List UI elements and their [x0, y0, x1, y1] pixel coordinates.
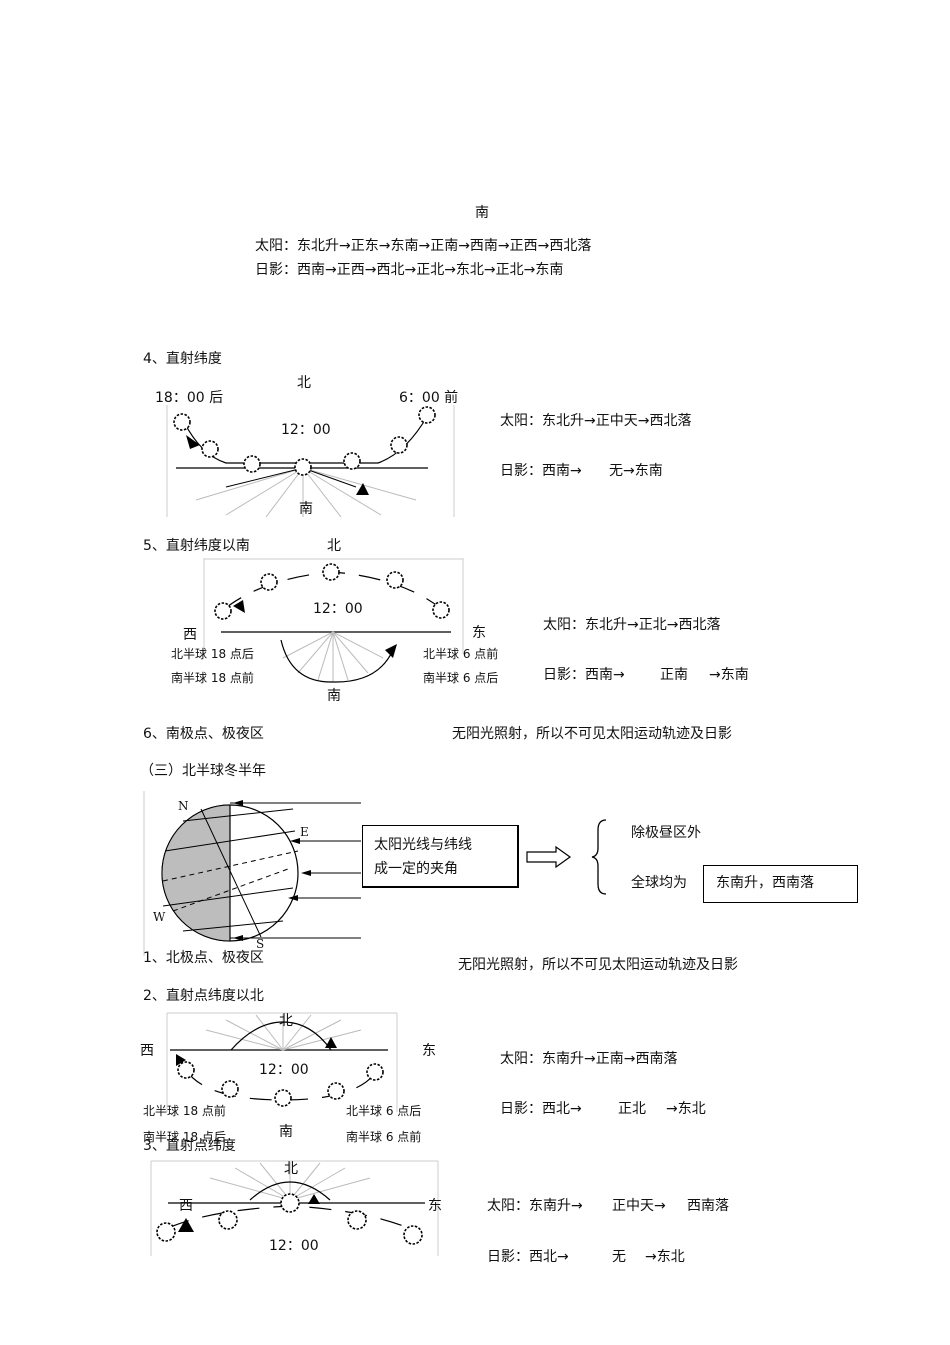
top-sun-path: 太阳：东北升→正东→东南→正南→西南→正西→西北落 [255, 237, 591, 255]
s5-shadow-text-b: 正南 [660, 666, 688, 684]
w3-sun-text-a: 太阳：东南升→ [487, 1197, 583, 1215]
global-text: 全球均为 [631, 874, 687, 892]
s5-shadow-text-c: →东南 [709, 666, 749, 684]
w2-shadow-text-b: 正北 [618, 1100, 646, 1118]
w2-nh-left: 北半球 18 点前 [143, 1102, 226, 1120]
s5-heading: 5、直射纬度以南 [143, 537, 250, 555]
s4-heading: 4、直射纬度 [143, 350, 222, 368]
w2-south-label: 南 [279, 1123, 293, 1141]
s4-shadow-text-b: 无→东南 [609, 462, 663, 480]
globe-n-label: N [178, 797, 189, 815]
w2-noon-label: 12：00 [259, 1061, 309, 1079]
angle-box [362, 825, 519, 888]
s5-sh-left: 南半球 18 点前 [171, 669, 254, 687]
result-text: 东南升，西南落 [716, 874, 814, 892]
s5-noon-label: 12：00 [313, 600, 363, 618]
w1-note: 无阳光照射，所以不可见太阳运动轨迹及日影 [458, 956, 738, 974]
winter-heading: （三）北半球冬半年 [140, 762, 266, 780]
w3-sun-text-c: 西南落 [687, 1197, 729, 1215]
w2-shadow-text-a: 日影：西北→ [500, 1100, 582, 1118]
s6-heading: 6、南极点、极夜区 [143, 725, 264, 743]
angle-box-line1: 太阳光线与纬线 [374, 836, 472, 854]
globe-e-label: E [300, 823, 309, 841]
s5-east-label: 东 [472, 624, 486, 642]
s4-north-label: 北 [297, 374, 311, 392]
except-text: 除极昼区外 [631, 824, 701, 842]
angle-box-line2: 成一定的夹角 [374, 860, 458, 878]
globe-diagram [143, 791, 361, 956]
w3-shadow-text-b: 无 [612, 1248, 626, 1266]
w2-shadow-text-c: →东北 [666, 1100, 706, 1118]
w3-east-label: 东 [428, 1197, 442, 1215]
w2-nh-right: 北半球 6 点后 [346, 1102, 421, 1120]
s4-south-label: 南 [299, 500, 313, 518]
hollow-arrow-icon [526, 846, 572, 868]
top-shadow-path: 日影：西南→正西→西北→正北→东北→正北→东南 [255, 261, 563, 279]
w2-sh-right: 南半球 6 点前 [346, 1128, 421, 1146]
w3-heading: 3、直射点纬度 [143, 1137, 236, 1155]
w3-west-label: 西 [179, 1197, 193, 1215]
s4-sun-text: 太阳：东北升→正中天→西北落 [500, 412, 691, 430]
s5-shadow-text-a: 日影：西南→ [543, 666, 625, 684]
s5-west-label: 西 [183, 626, 197, 644]
w2-east-label: 东 [422, 1042, 436, 1060]
s5-nh-right: 北半球 6 点前 [423, 645, 498, 663]
w3-shadow-text-a: 日影：西北→ [487, 1248, 569, 1266]
globe-w-label: W [153, 908, 165, 926]
w2-sun-text: 太阳：东南升→正南→西南落 [500, 1050, 677, 1068]
s5-sh-right: 南半球 6 点后 [423, 669, 498, 687]
w2-heading: 2、直射点纬度以北 [143, 987, 264, 1005]
w3-shadow-text-c: →东北 [645, 1248, 685, 1266]
w2-north-label: 北 [279, 1012, 293, 1030]
w3-noon-label: 12：00 [269, 1237, 319, 1255]
w2-west-label: 西 [140, 1042, 154, 1060]
s4-shadow-text-a: 日影：西南→ [500, 462, 582, 480]
s4-noon-label: 12：00 [281, 421, 331, 439]
top-south-label: 南 [475, 204, 489, 222]
w1-heading: 1、北极点、极夜区 [143, 949, 264, 967]
w3-sun-text-b: 正中天→ [612, 1197, 666, 1215]
s5-nh-left: 北半球 18 点后 [171, 645, 254, 663]
s5-north-label: 北 [327, 537, 341, 555]
s5-sun-text: 太阳：东北升→正北→西北落 [543, 616, 720, 634]
brace-icon [590, 818, 610, 896]
w3-north-label: 北 [284, 1160, 298, 1178]
s5-south-label: 南 [327, 687, 341, 705]
s6-note: 无阳光照射，所以不可见太阳运动轨迹及日影 [452, 725, 732, 743]
